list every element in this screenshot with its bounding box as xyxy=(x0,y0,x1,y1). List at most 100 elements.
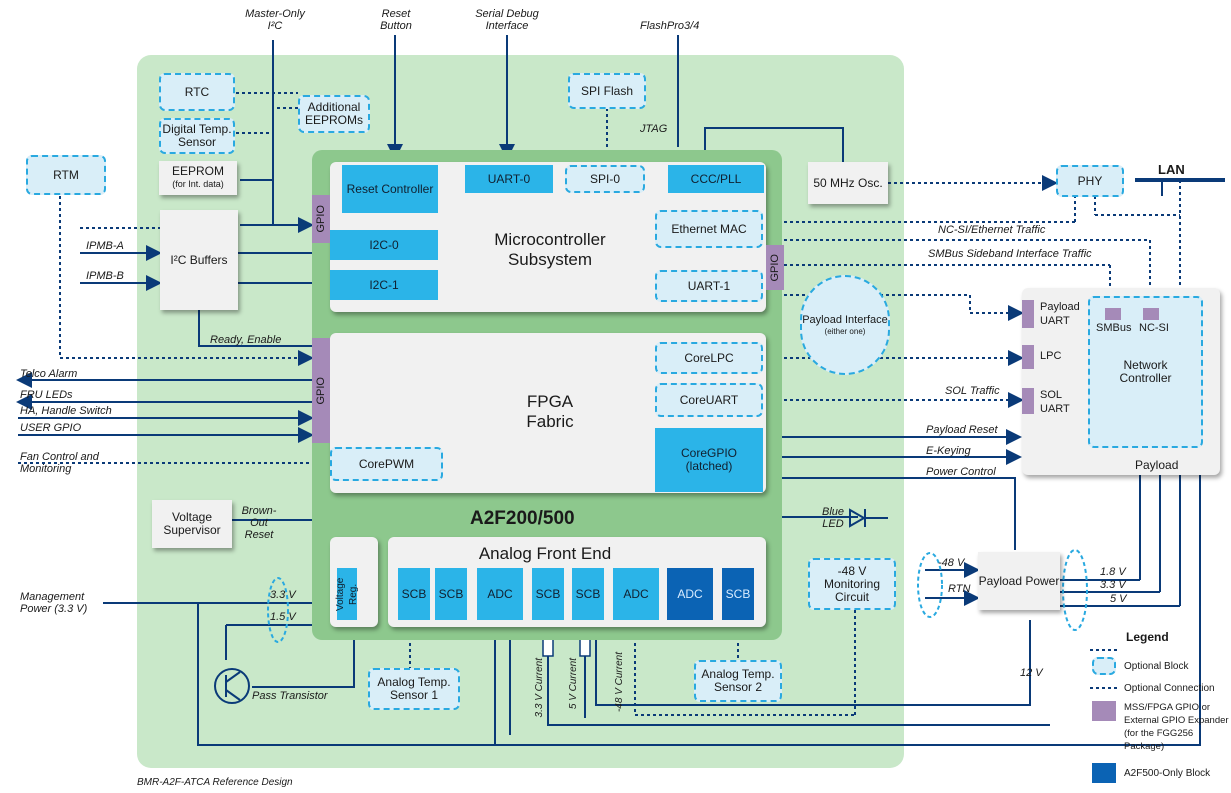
payload-power-block: Payload Power xyxy=(978,552,1060,610)
label-out33: 3.3 V xyxy=(1100,579,1126,591)
network-controller-block: Network Controller xyxy=(1088,296,1203,448)
analog-temp-sensor-2: Analog Temp. Sensor 2 xyxy=(694,660,782,702)
sol-uart-label: SOL UART xyxy=(1040,389,1070,415)
label-jtag: JTAG xyxy=(640,123,668,135)
label-master-only-i2c: Master-Only I²C xyxy=(245,8,305,32)
legend-a2f500-swatch xyxy=(1092,763,1116,783)
mss-gpio-left: GPIO xyxy=(312,195,330,243)
lpc-pin xyxy=(1022,345,1034,369)
corepwm-block: CorePWM xyxy=(330,447,443,481)
afe-unit-7: SCB xyxy=(722,568,754,620)
coregpio-block: CoreGPIO (latched) xyxy=(655,428,763,492)
ccc-pll-block: CCC/PLL xyxy=(668,165,764,193)
analog-temp-sensor-1: Analog Temp. Sensor 1 xyxy=(368,668,460,710)
ncsi-pin xyxy=(1143,308,1159,320)
afe-unit-1: SCB xyxy=(435,568,467,620)
label-ipmb-a: IPMB-A xyxy=(86,240,124,252)
label-telco-alarm: Telco Alarm xyxy=(20,368,78,380)
fpga-title: FPGA Fabric xyxy=(526,392,574,431)
voltage-reg-block: Voltage Reg. xyxy=(335,568,359,620)
payload-uart-pin xyxy=(1022,300,1034,328)
afe-unit-3: SCB xyxy=(532,568,564,620)
sol-uart-pin xyxy=(1022,388,1034,414)
osc-block: 50 MHz Osc. xyxy=(808,162,888,204)
mss-title: Microcontroller Subsystem xyxy=(494,230,606,269)
digital-temp-sensor-block: Digital Temp. Sensor xyxy=(159,118,235,154)
label-rtn: RTN xyxy=(948,583,971,595)
label-user-gpio: USER GPIO xyxy=(20,422,82,434)
lpc-label: LPC xyxy=(1040,350,1062,362)
pass-transistor-icon xyxy=(214,668,250,704)
lan-label: LAN xyxy=(1158,162,1185,177)
label-pass-transistor: Pass Transistor xyxy=(252,690,328,702)
spi-flash-block: SPI Flash xyxy=(568,73,646,109)
eeprom-label: EEPROM xyxy=(171,164,224,178)
i2c-buffers-block: I²C Buffers xyxy=(160,210,238,310)
label-48v-current: -48 V Current xyxy=(614,652,625,713)
fpga-gpio: GPIO xyxy=(312,338,330,443)
label-ncsi-traffic: NC-SI/Ethernet Traffic xyxy=(938,224,1046,236)
label-3v3: 3.3 V xyxy=(270,589,296,601)
payload-interface-title: Payload Interface xyxy=(802,314,888,326)
smbus-pin xyxy=(1105,308,1121,320)
afe-unit-5: ADC xyxy=(613,568,659,620)
legend-optional-block-label: Optional Block xyxy=(1124,661,1189,672)
network-controller-label: Network Controller xyxy=(1119,358,1172,385)
label-reset-button: Reset Button xyxy=(380,8,412,32)
chip-name: A2F200/500 xyxy=(470,508,575,529)
label-flashpro: FlashPro3/4 xyxy=(640,20,700,32)
voltage-reg-label: Voltage Reg. xyxy=(335,577,359,611)
label-fru-leds: FRU LEDs xyxy=(20,389,73,401)
label-ekeying: E-Keying xyxy=(926,445,971,457)
legend-title: Legend xyxy=(1126,630,1169,644)
ethernet-mac-block: Ethernet MAC xyxy=(655,210,763,248)
afe-unit-6: ADC xyxy=(667,568,713,620)
payload-interface-sub: (either one) xyxy=(824,327,866,336)
legend-a2f500-label: A2F500-Only Block xyxy=(1124,768,1211,779)
additional-eeproms-block: Additional EEPROMs xyxy=(298,95,370,133)
label-sol-traffic: SOL Traffic xyxy=(945,385,1000,397)
afe-unit-2: ADC xyxy=(477,568,523,620)
legend-optional-connection-label: Optional Connection xyxy=(1124,683,1215,694)
label-ha-handle: HA, Handle Switch xyxy=(20,405,112,417)
mss-gpio-right: GPIO xyxy=(766,245,784,290)
payload-uart-label: Payload UART xyxy=(1040,301,1080,327)
mss-gpio-right-label: GPIO xyxy=(769,253,781,282)
i2c1-block: I2C-1 xyxy=(330,270,438,300)
label-power-control: Power Control xyxy=(926,466,996,478)
legend-gpio-label: MSS/FPGA GPIO or External GPIO Expander … xyxy=(1124,702,1229,752)
afe-title: Analog Front End xyxy=(478,544,612,563)
phy-block: PHY xyxy=(1056,165,1124,197)
rtc-block: RTC xyxy=(159,73,235,111)
label-out18: 1.8 V xyxy=(1100,566,1126,578)
label-brown-out: Brown-Out Reset xyxy=(241,505,277,541)
label-5v-current: 5 V Current xyxy=(568,658,579,710)
voltage-supervisor-block: Voltage Supervisor xyxy=(152,500,232,548)
payload-interface-cloud: Payload Interface (either one) xyxy=(800,275,890,375)
label-smbus-traffic: SMBus Sideband Interface Traffic xyxy=(928,248,1092,260)
reset-controller-block: Reset Controller xyxy=(342,165,438,213)
mss-gpio-left-label: GPIO xyxy=(315,205,327,233)
i2c0-block: I2C-0 xyxy=(330,230,438,260)
label-mgmt-power: Management Power (3.3 V) xyxy=(20,591,88,615)
legend-optional-block-swatch xyxy=(1092,657,1116,675)
monitoring-circuit-block: -48 V Monitoring Circuit xyxy=(808,558,896,610)
afe-unit-0: SCB xyxy=(398,568,430,620)
label-neg48: -48 V xyxy=(938,557,965,569)
label-out5: 5 V xyxy=(1110,593,1127,605)
legend-gpio-swatch xyxy=(1092,701,1116,721)
label-ipmb-b: IPMB-B xyxy=(86,270,124,282)
label-payload-reset: Payload Reset xyxy=(926,424,998,436)
label-3v3-current: 3.3 V Current xyxy=(534,658,545,718)
spi0-block: SPI-0 xyxy=(565,165,645,193)
eeprom-block: EEPROM (for Int. data) xyxy=(159,161,237,195)
uart1-block: UART-1 xyxy=(655,270,763,302)
eeprom-sublabel: (for Int. data) xyxy=(172,179,224,189)
label-1v5: 1.5 V xyxy=(270,611,296,623)
rtm-block: RTM xyxy=(26,155,106,195)
corelpc-block: CoreLPC xyxy=(655,342,763,374)
footer-caption: BMR-A2F-ATCA Reference Design xyxy=(137,777,293,788)
uart0-block: UART-0 xyxy=(465,165,553,193)
smbus-label: SMBus xyxy=(1096,322,1132,334)
label-blue-led: Blue LED xyxy=(821,506,845,530)
